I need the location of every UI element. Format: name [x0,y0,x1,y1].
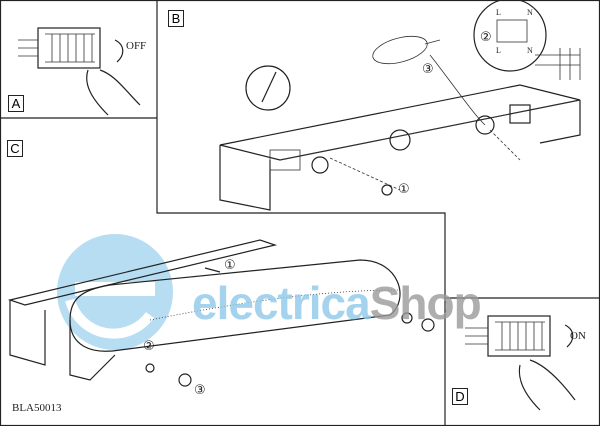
panel-a-label: A [8,95,24,112]
step-2-marker: ② [480,30,492,45]
panel-d-drawing [465,315,576,411]
step-2-marker-c: ② [143,339,155,354]
panel-b-drawing [219,0,581,211]
off-label: OFF [126,40,147,52]
terminal-l-bottom: L [496,46,501,55]
step-3-marker: ③ [422,62,434,77]
panel-d-label: D [452,388,468,405]
watermark-text: electrica Shop [192,277,482,329]
terminal-l-top: L [496,8,501,17]
panel-c-label: C [7,140,23,157]
step-1-marker-c: ① [224,258,236,273]
panel-c-drawing [7,239,435,387]
step-1-marker: ① [398,182,410,197]
step-3-marker-c: ③ [194,383,206,398]
watermark-logo [57,234,173,350]
terminal-n-bottom: N [527,46,533,55]
watermark-text-shop: Shop [369,277,482,329]
on-label: ON [570,330,586,342]
panel-b-label: B [168,10,184,27]
panel-a-drawing [18,27,141,116]
terminal-n-top: N [527,8,533,17]
watermark-text-electrica: electrica [192,277,371,329]
document-code: BLA50013 [12,402,62,414]
